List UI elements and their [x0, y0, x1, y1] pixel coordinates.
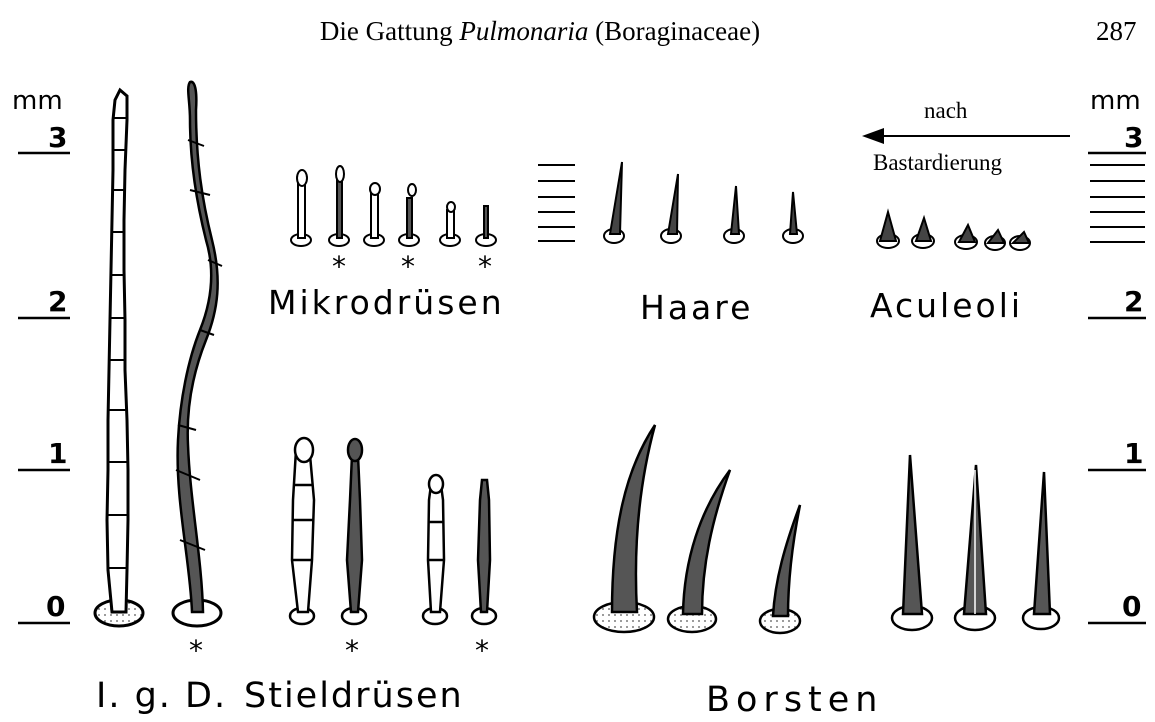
annotation-line-2: Bastardierung [873, 150, 1002, 176]
label-haare: Haare [640, 288, 753, 327]
haar-4 [783, 192, 803, 243]
haar-2 [661, 174, 681, 243]
stieldruesen-drawings [290, 438, 496, 624]
annotation-line-1: nach [924, 98, 967, 124]
right-tick-3: 3 [1124, 121, 1143, 154]
borste-5 [955, 465, 995, 630]
left-tick-0: 0 [46, 590, 65, 623]
right-scale-fine-lines [1090, 165, 1145, 242]
aculeoli-drawings [877, 212, 1030, 250]
borste-4 [892, 455, 932, 630]
stieldruese-4 [472, 480, 496, 624]
borste-1 [594, 425, 655, 632]
aculeolus-4 [985, 230, 1005, 250]
stieldruese-1 [290, 438, 314, 624]
mikrodruesen-drawings [291, 166, 496, 246]
aculeolus-3 [955, 225, 977, 249]
borste-2 [668, 470, 730, 632]
borsten-curved [594, 425, 800, 633]
left-scale-unit: mm [12, 86, 63, 116]
mikrodruese-6 [476, 206, 496, 246]
asterisk-marker: * [332, 250, 346, 283]
mikrodruese-1 [291, 170, 311, 246]
arrow-left-icon [862, 128, 1070, 144]
left-tick-3: 3 [48, 121, 67, 154]
haare-scale-lines [538, 165, 575, 241]
mikrodruese-2 [329, 166, 349, 246]
igd-hair-plain [95, 90, 143, 626]
borste-6 [1023, 472, 1059, 629]
stieldruese-3 [423, 475, 447, 624]
aculeolus-1 [877, 212, 899, 248]
stieldruese-2 [342, 439, 366, 624]
label-aculeoli: Aculeoli [870, 286, 1023, 325]
aculeolus-5 [1010, 232, 1030, 250]
label-mikrodruesen: Mikrodrüsen [268, 283, 505, 322]
igd-hair-bastard [173, 82, 222, 626]
mikrodruese-5 [440, 202, 460, 246]
label-stieldruesen: Stieldrüsen [244, 676, 464, 716]
right-tick-1: 1 [1124, 437, 1143, 470]
left-scale [18, 153, 70, 623]
haare-drawings [604, 162, 803, 243]
right-scale-unit: mm [1090, 86, 1141, 116]
borste-3 [760, 505, 800, 633]
borsten-straight [892, 455, 1059, 630]
right-tick-2: 2 [1124, 285, 1143, 318]
asterisk-marker: * [189, 634, 203, 667]
haar-1 [604, 162, 624, 243]
left-tick-2: 2 [48, 285, 67, 318]
left-tick-1: 1 [48, 437, 67, 470]
label-igd: I. g. D. [96, 676, 227, 716]
asterisk-marker: * [475, 634, 489, 667]
mikrodruese-3 [364, 183, 384, 246]
asterisk-marker: * [401, 250, 415, 283]
mikrodruese-4 [399, 184, 419, 246]
asterisk-marker: * [478, 250, 492, 283]
haar-3 [724, 186, 744, 243]
aculeolus-2 [912, 218, 934, 248]
right-tick-0: 0 [1122, 590, 1141, 623]
label-borsten: Borsten [706, 680, 884, 720]
asterisk-marker: * [345, 634, 359, 667]
right-scale [1088, 153, 1146, 623]
